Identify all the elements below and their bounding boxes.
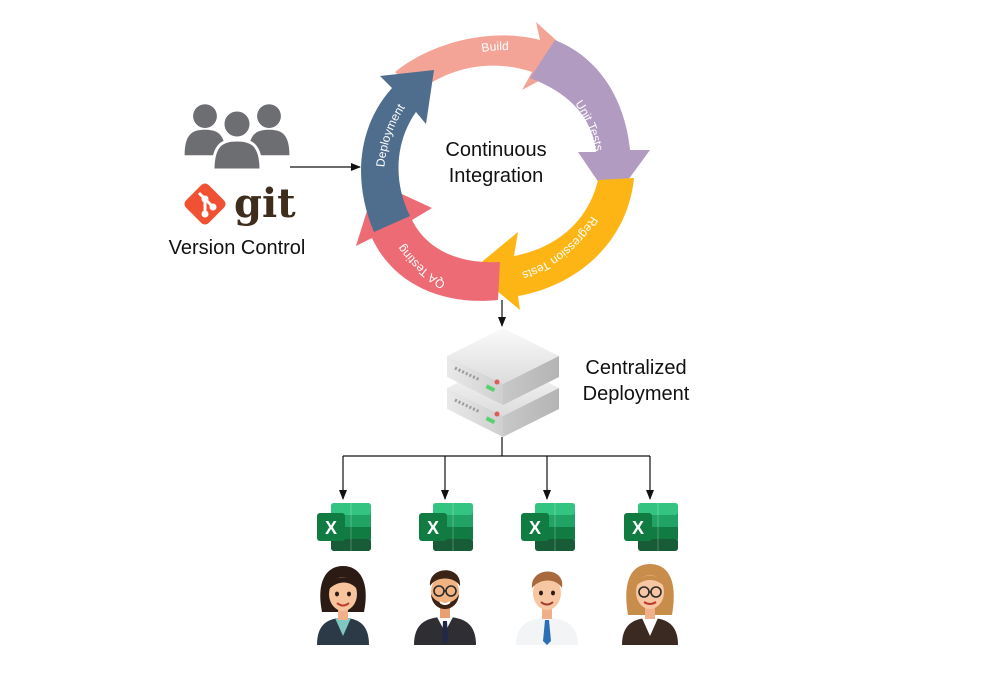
distribution-lines [339, 437, 654, 500]
user-avatar-woman-glasses [622, 564, 678, 645]
stage-regression-tests-segment [472, 178, 634, 310]
ci-title-line2: Integration [449, 165, 544, 187]
excel-icon: X [316, 502, 372, 552]
ci-title-line1: Continuous [445, 139, 546, 161]
excel-icon: X [520, 502, 576, 552]
svg-text:X: X [632, 518, 644, 538]
stage-build-segment [395, 22, 578, 92]
deployment-label-line2: Deployment [583, 383, 690, 405]
user-avatar-man-tie [516, 571, 578, 645]
svg-text:X: X [325, 518, 337, 538]
git-diamond-icon [184, 183, 226, 225]
excel-icon: X [623, 502, 679, 552]
user-avatar-woman-dark-hair [317, 566, 369, 645]
server-icon [447, 328, 559, 437]
user-group-icon [184, 104, 290, 172]
stage-deployment-segment [361, 70, 434, 232]
excel-icon: X [418, 502, 474, 552]
ci-cycle: Build Unit Tests Regression Tests QA Tes… [356, 22, 650, 310]
stage-build-label: Build [480, 39, 508, 55]
deployment-label-line1: Centralized [585, 357, 686, 379]
svg-text:X: X [529, 518, 541, 538]
version-control-label: Version Control [169, 237, 306, 259]
stage-unit-tests-segment [530, 40, 650, 202]
svg-text:X: X [427, 518, 439, 538]
git-wordmark: git [234, 180, 296, 227]
user-avatar-man-beard [414, 570, 476, 645]
git-logo: git [184, 180, 296, 227]
